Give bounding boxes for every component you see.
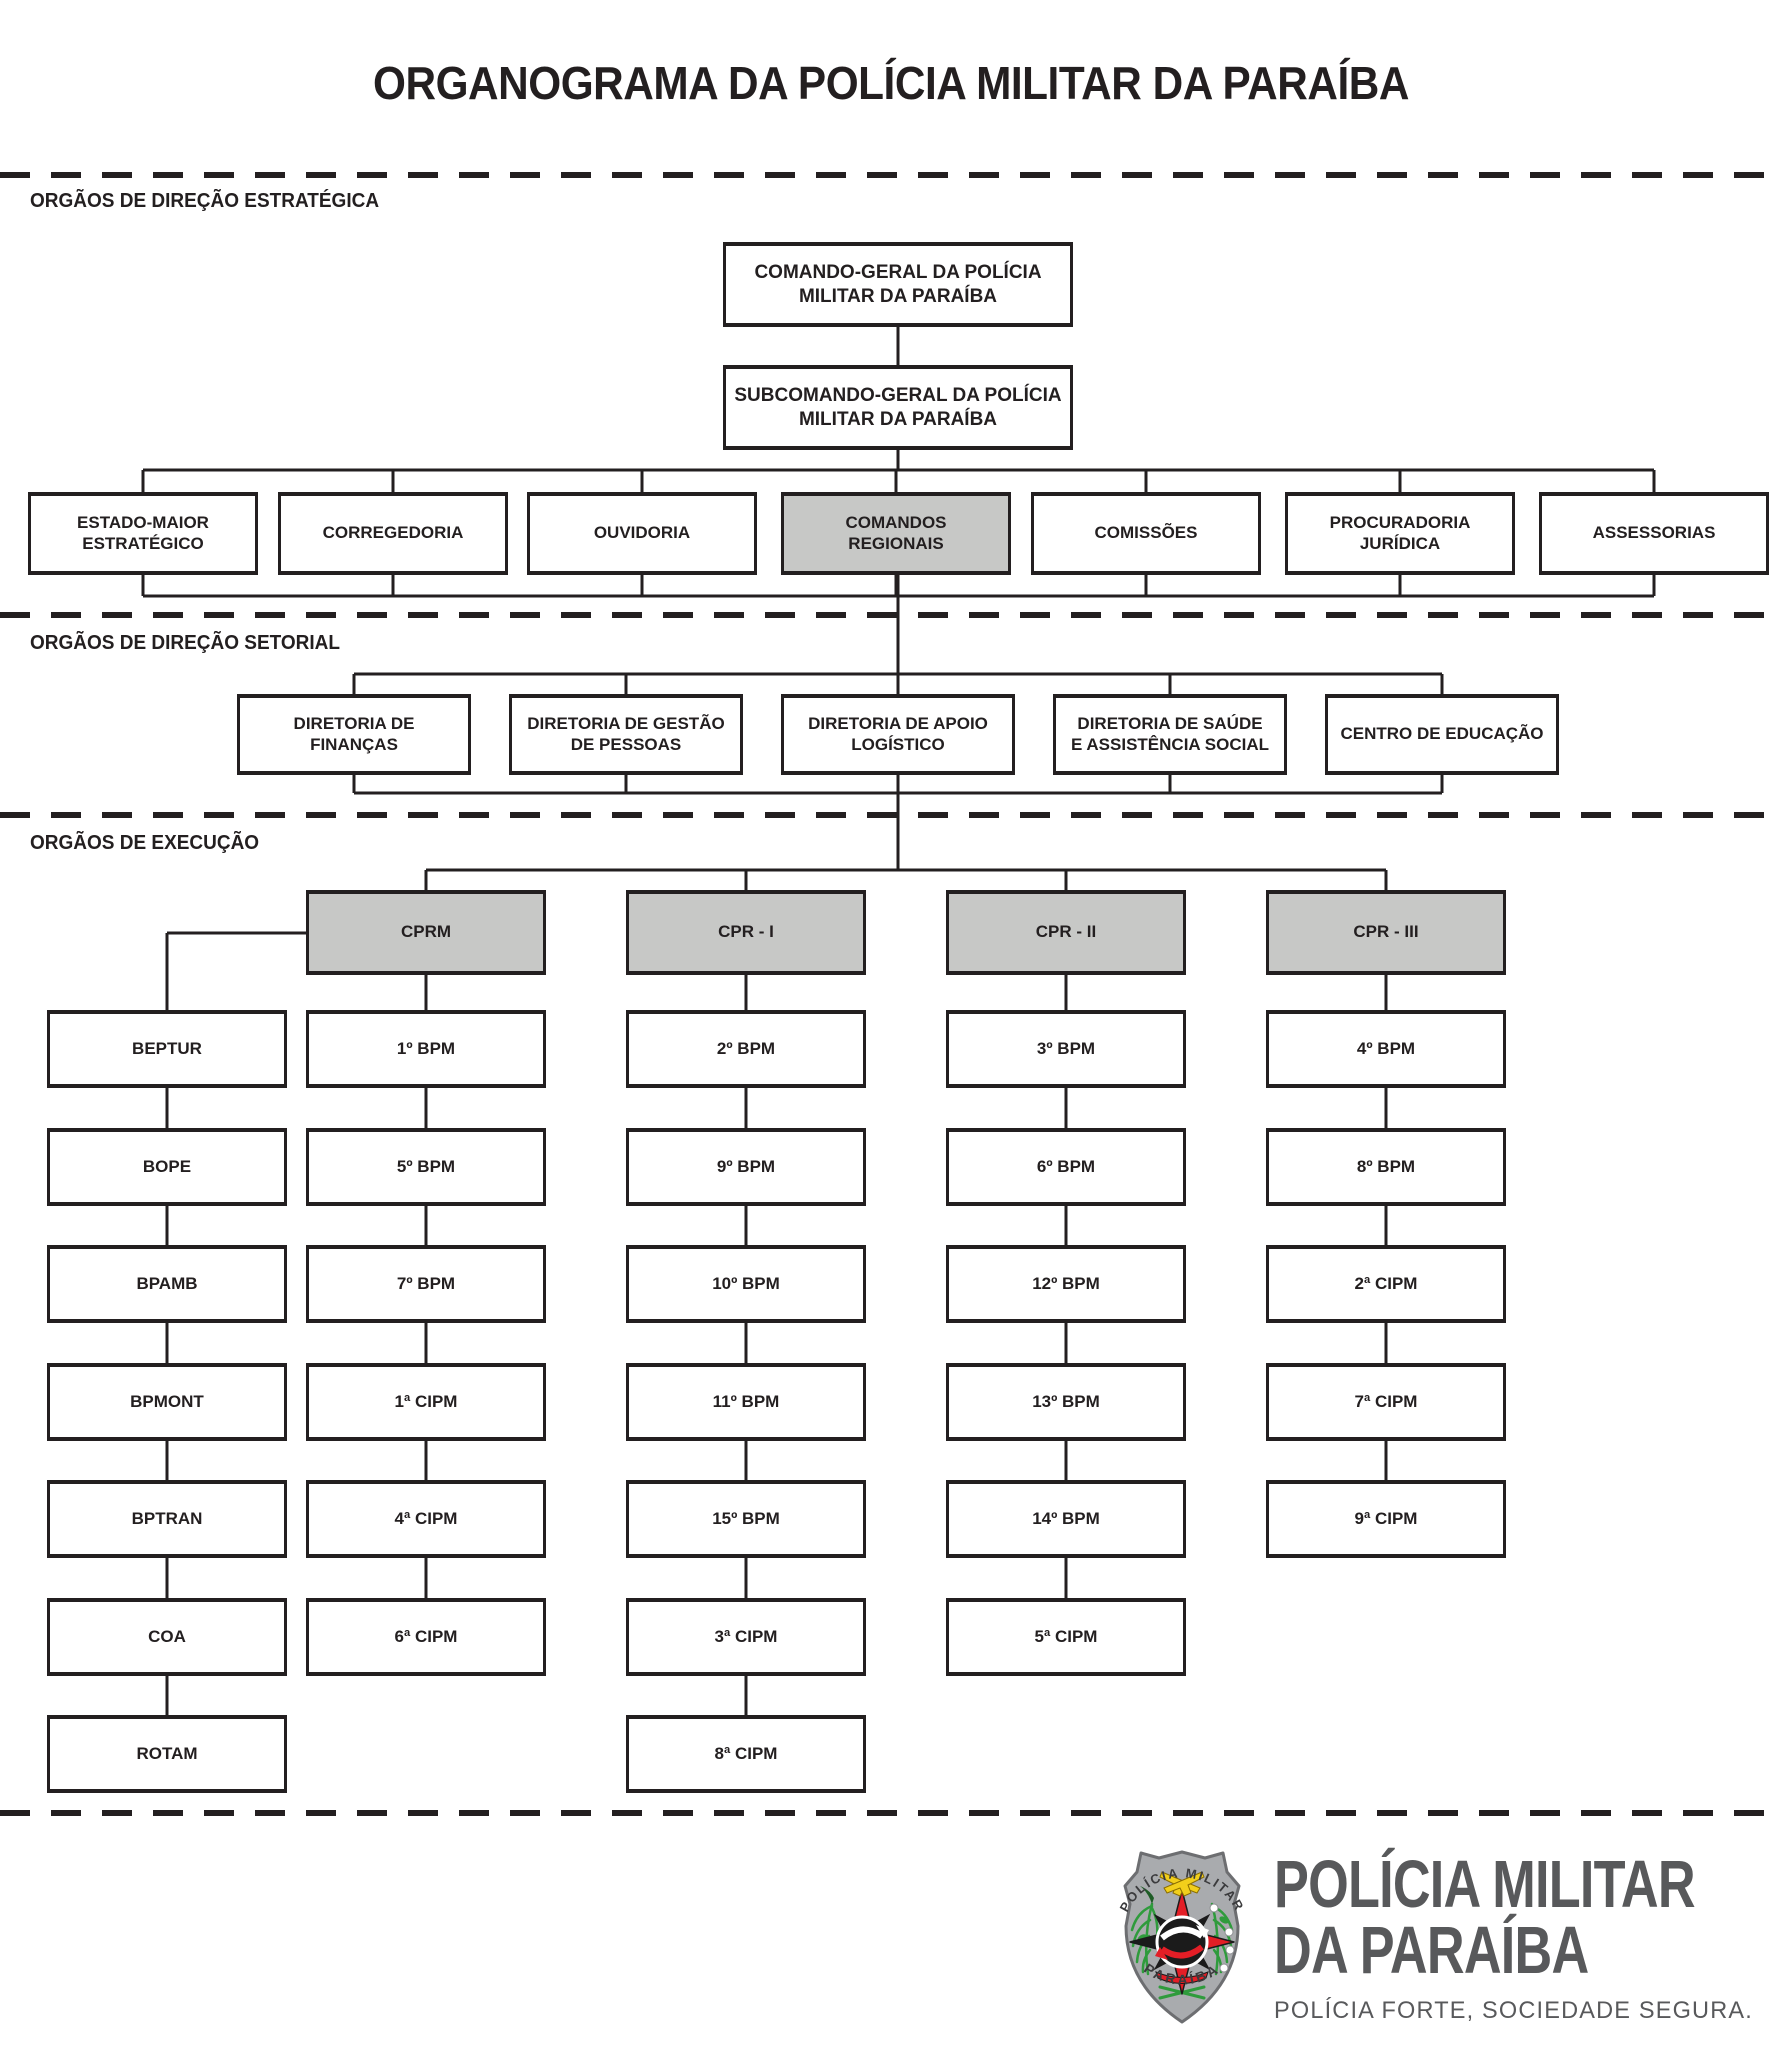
org-box-corregedoria: CORREGEDORIA bbox=[278, 492, 508, 575]
org-box-15-bpm: 15º BPM bbox=[626, 1480, 866, 1558]
org-box-6-bpm: 6º BPM bbox=[946, 1128, 1186, 1206]
org-box-5-bpm: 5º BPM bbox=[306, 1128, 546, 1206]
org-box-assessorias: ASSESSORIAS bbox=[1539, 492, 1769, 575]
sugarcane-leaf-icon bbox=[1140, 1886, 1154, 1904]
org-box-bope: BOPE bbox=[47, 1128, 287, 1206]
org-box-12-bpm: 12º BPM bbox=[946, 1245, 1186, 1323]
ribbon-icon bbox=[1155, 1971, 1209, 1984]
cotton-bolls-icon bbox=[1209, 1903, 1235, 1973]
org-box-rotam: ROTAM bbox=[47, 1715, 287, 1793]
section-divider-4 bbox=[0, 1810, 1782, 1816]
org-box-subcomando-geral: SUBCOMANDO-GERAL DA POLÍCIA MILITAR DA P… bbox=[723, 365, 1073, 450]
org-box-5-cipm: 5ª CIPM bbox=[946, 1598, 1186, 1676]
org-box-cpr-i: CPR - I bbox=[626, 890, 866, 975]
org-box-8-bpm: 8º BPM bbox=[1266, 1128, 1506, 1206]
compass-star-icon bbox=[1129, 1889, 1235, 1995]
org-box-9-bpm: 9º BPM bbox=[626, 1128, 866, 1206]
org-box-1-cipm: 1ª CIPM bbox=[306, 1363, 546, 1441]
org-box-comissoes: COMISSÕES bbox=[1031, 492, 1261, 575]
org-box-4-cipm: 4ª CIPM bbox=[306, 1480, 546, 1558]
org-box-centro-de-educacao: CENTRO DE EDUCAÇÃO bbox=[1325, 694, 1559, 775]
org-box-7-bpm: 7º BPM bbox=[306, 1245, 546, 1323]
org-box-14-bpm: 14º BPM bbox=[946, 1480, 1186, 1558]
org-box-cprm: CPRM bbox=[306, 890, 546, 975]
org-box-diretoria-de-saude-e-assistencia-social: DIRETORIA DE SAÚDE E ASSISTÊNCIA SOCIAL bbox=[1053, 694, 1287, 775]
org-box-2-bpm: 2º BPM bbox=[626, 1010, 866, 1088]
org-box-9-cipm: 9ª CIPM bbox=[1266, 1480, 1506, 1558]
org-box-beptur: BEPTUR bbox=[47, 1010, 287, 1088]
org-box-6-cipm: 6ª CIPM bbox=[306, 1598, 546, 1676]
org-box-estado-maior-estrategico: ESTADO-MAIOR ESTRATÉGICO bbox=[28, 492, 258, 575]
footer-brand: POLÍCIA MILITAR DA PARAÍBA POLÍCIA FORTE… bbox=[1274, 1847, 1782, 2025]
org-box-bpmont: BPMONT bbox=[47, 1363, 287, 1441]
org-box-coa: COA bbox=[47, 1598, 287, 1676]
org-box-cpr-iii: CPR - III bbox=[1266, 890, 1506, 975]
org-box-11-bpm: 11º BPM bbox=[626, 1363, 866, 1441]
org-box-bpamb: BPAMB bbox=[47, 1245, 287, 1323]
org-box-1-bpm: 1º BPM bbox=[306, 1010, 546, 1088]
org-box-cpr-ii: CPR - II bbox=[946, 890, 1186, 975]
org-box-7-cipm: 7ª CIPM bbox=[1266, 1363, 1506, 1441]
org-box-ouvidoria: OUVIDORIA bbox=[527, 492, 757, 575]
section-label-execucao: ORGÃOS DE EXECUÇÃO bbox=[30, 832, 260, 854]
org-box-comando-geral: COMANDO-GERAL DA POLÍCIA MILITAR DA PARA… bbox=[723, 242, 1073, 327]
org-box-8-cipm: 8ª CIPM bbox=[626, 1715, 866, 1793]
section-divider-3 bbox=[0, 812, 1782, 818]
org-box-13-bpm: 13º BPM bbox=[946, 1363, 1186, 1441]
page-title: ORGANOGRAMA DA POLÍCIA MILITAR DA PARAÍB… bbox=[373, 57, 1409, 109]
org-box-3-cipm: 3ª CIPM bbox=[626, 1598, 866, 1676]
section-label-direcao-setorial: ORGÃOS DE DIREÇÃO SETORIAL bbox=[30, 632, 341, 654]
section-divider-2 bbox=[0, 612, 1782, 618]
org-box-2-cipm: 2ª CIPM bbox=[1266, 1245, 1506, 1323]
org-box-diretoria-de-gestao-de-pessoas: DIRETORIA DE GESTÃO DE PESSOAS bbox=[509, 694, 743, 775]
brand-line1: POLÍCIA MILITAR bbox=[1274, 1847, 1696, 1922]
org-box-10-bpm: 10º BPM bbox=[626, 1245, 866, 1323]
org-box-comandos-regionais: COMANDOS REGIONAIS bbox=[781, 492, 1011, 575]
org-box-procuradoria-juridica: PROCURADORIA JURÍDICA bbox=[1285, 492, 1515, 575]
section-divider-1 bbox=[0, 172, 1782, 178]
section-label-direcao-estrategica: ORGÃOS DE DIREÇÃO ESTRATÉGICA bbox=[30, 190, 380, 212]
org-box-diretoria-de-financas: DIRETORIA DE FINANÇAS bbox=[237, 694, 471, 775]
crossed-pistols-icon bbox=[1159, 1871, 1205, 1897]
org-box-3-bpm: 3º BPM bbox=[946, 1010, 1186, 1088]
pmpb-badge-logo: POLÍCIA MILITAR PARAÍBA bbox=[1117, 1850, 1245, 2024]
org-box-bptran: BPTRAN bbox=[47, 1480, 287, 1558]
org-box-4-bpm: 4º BPM bbox=[1266, 1010, 1506, 1088]
brand-tagline: POLÍCIA FORTE, SOCIEDADE SEGURA. bbox=[1274, 1996, 1753, 2024]
org-box-diretoria-de-apoio-logistico: DIRETORIA DE APOIO LOGÍSTICO bbox=[781, 694, 1015, 775]
brand-line2: DA PARAÍBA bbox=[1274, 1913, 1589, 1989]
